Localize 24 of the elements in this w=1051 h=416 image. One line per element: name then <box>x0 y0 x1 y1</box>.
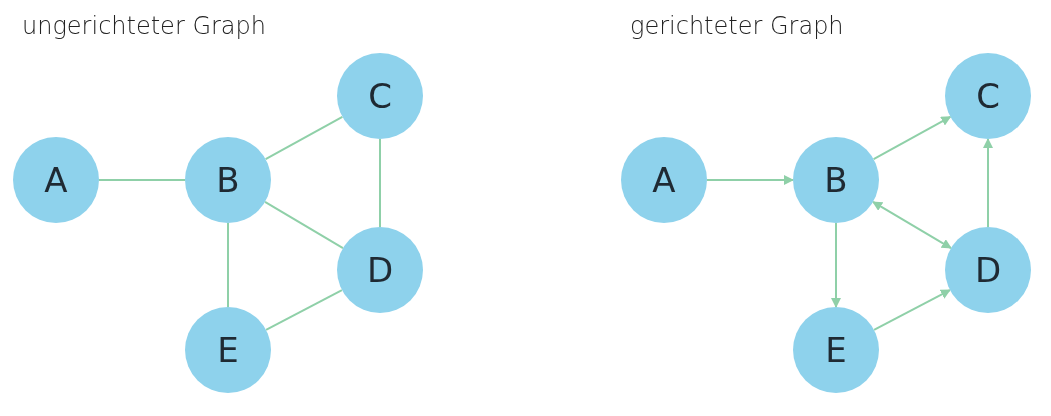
graph-heading: gerichteter Graph <box>630 12 844 40</box>
connector-line <box>265 289 343 331</box>
connector-line <box>227 222 229 308</box>
connector-line <box>98 179 186 181</box>
vertex-label: B <box>216 163 240 197</box>
arrow <box>872 200 952 250</box>
vertex-label: A <box>652 163 676 197</box>
arrow <box>706 175 794 185</box>
graph-heading: ungerichteter Graph <box>22 12 266 40</box>
vertex-label: D <box>974 253 1002 287</box>
arrow <box>872 115 952 161</box>
vertex-label: E <box>825 333 847 367</box>
arrow <box>831 222 841 308</box>
arrow <box>983 138 993 228</box>
connector-line <box>379 138 381 228</box>
arrow <box>873 289 951 331</box>
connector-line <box>264 200 344 250</box>
vertex-label: E <box>217 333 239 367</box>
vertex-label: C <box>976 79 1000 113</box>
vertex-label: C <box>368 79 392 113</box>
vertex-label: D <box>366 253 394 287</box>
connector-line <box>264 115 344 161</box>
vertex-label: B <box>824 163 848 197</box>
vertex-label: A <box>44 163 68 197</box>
